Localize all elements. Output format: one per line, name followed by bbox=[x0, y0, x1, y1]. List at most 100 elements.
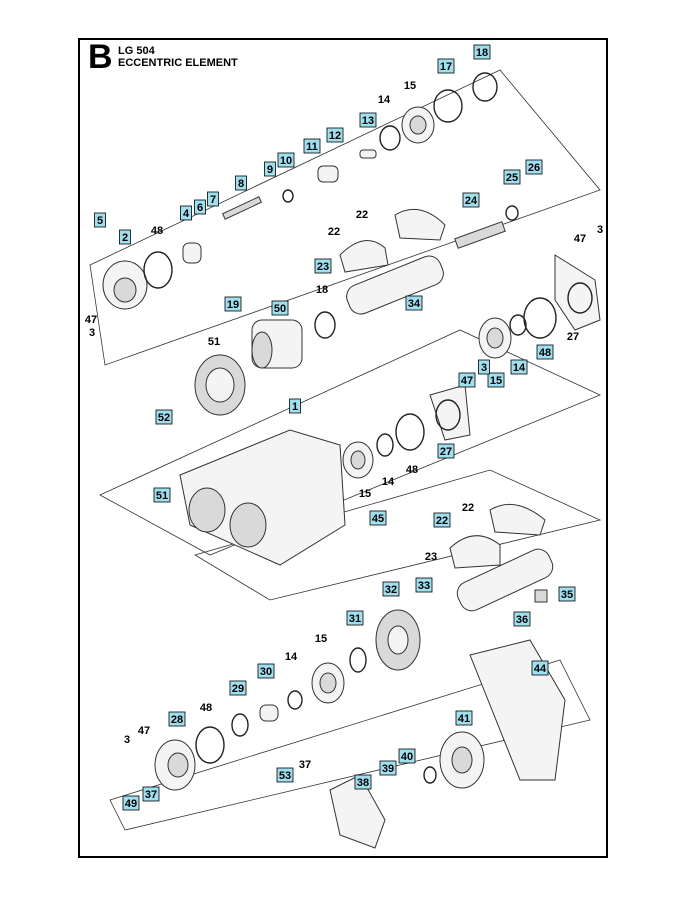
assembly-title: ECCENTRIC ELEMENT bbox=[118, 57, 238, 69]
flange-cover-part-2 bbox=[102, 260, 148, 310]
weight-part-23-top bbox=[339, 240, 389, 273]
washer-part-40 bbox=[423, 766, 437, 784]
bearing-part-15-mid bbox=[342, 441, 374, 479]
callout-box-c13 bbox=[359, 112, 377, 128]
callout-label-c13: 13 bbox=[362, 115, 374, 127]
key-part-35 bbox=[534, 589, 548, 603]
callout-label-c3d: 3 bbox=[124, 734, 130, 746]
callout-box-c35 bbox=[558, 586, 576, 602]
callout-label-c47d: 47 bbox=[138, 725, 150, 737]
weight-part-22-low bbox=[489, 503, 546, 536]
callout-label-c38: 38 bbox=[357, 777, 369, 789]
callout-label-c11: 11 bbox=[306, 141, 318, 153]
callout-box-c33 bbox=[415, 577, 433, 593]
callout-label-c35: 35 bbox=[561, 589, 573, 601]
callout-box-c1 bbox=[289, 398, 301, 414]
callout-label-c51b: 51 bbox=[156, 490, 168, 502]
callout-label-c3a: 3 bbox=[89, 327, 95, 339]
callout-box-c5 bbox=[94, 212, 106, 228]
housing-part-27-mid bbox=[429, 384, 471, 441]
callout-label-c3b: 3 bbox=[597, 224, 603, 236]
pulley-part-41 bbox=[439, 731, 485, 789]
callout-label-c14a: 14 bbox=[378, 94, 391, 106]
callout-box-c51b bbox=[153, 487, 171, 503]
sleeve-part-4 bbox=[182, 242, 202, 264]
callout-label-c17: 17 bbox=[440, 61, 452, 73]
callout-label-c10: 10 bbox=[280, 155, 292, 167]
callout-label-c15a: 15 bbox=[404, 80, 416, 92]
callout-box-c14b bbox=[510, 359, 528, 375]
bushing-part-30 bbox=[259, 704, 279, 722]
bearing-part-15-right bbox=[478, 317, 512, 359]
callout-label-c37a: 37 bbox=[299, 759, 311, 771]
callout-label-c29: 29 bbox=[232, 683, 244, 695]
callout-label-c53: 53 bbox=[279, 770, 291, 782]
callout-box-c48b bbox=[536, 344, 554, 360]
callout-box-c52 bbox=[155, 409, 173, 425]
callout-label-c15b: 15 bbox=[490, 375, 502, 387]
bearing-part-15-low bbox=[311, 662, 345, 704]
lower-assembly-plane bbox=[194, 469, 602, 601]
o-ring-48-right bbox=[523, 297, 557, 339]
callout-box-c45 bbox=[369, 510, 387, 526]
callout-label-c8: 8 bbox=[238, 178, 244, 190]
callout-label-c37b: 37 bbox=[145, 789, 157, 801]
callout-label-c45: 45 bbox=[372, 513, 384, 525]
callout-label-c40: 40 bbox=[401, 751, 413, 763]
callout-box-c19 bbox=[224, 296, 242, 312]
model-title: LG 504 bbox=[118, 45, 155, 57]
callout-label-c33: 33 bbox=[418, 580, 430, 592]
callout-label-c15d: 15 bbox=[315, 633, 327, 645]
callout-label-c26: 26 bbox=[528, 162, 540, 174]
callout-label-c7: 7 bbox=[210, 194, 216, 206]
callout-label-c23a: 23 bbox=[317, 261, 329, 273]
callout-label-c25: 25 bbox=[506, 172, 518, 184]
callout-label-c18a: 18 bbox=[476, 47, 488, 59]
callout-box-c7 bbox=[207, 191, 219, 207]
callout-box-c15b bbox=[487, 372, 505, 388]
callout-box-c47c bbox=[458, 372, 476, 388]
callout-label-c1: 1 bbox=[292, 401, 298, 413]
flange-cover-part-28 bbox=[154, 739, 196, 791]
callout-label-c9: 9 bbox=[267, 164, 273, 176]
callout-box-c27b bbox=[437, 443, 455, 459]
callout-label-c6: 6 bbox=[197, 202, 203, 214]
callout-box-c17 bbox=[437, 58, 455, 74]
callout-box-c4 bbox=[180, 205, 192, 221]
callout-box-c6 bbox=[194, 199, 206, 215]
callout-label-c30: 30 bbox=[260, 666, 272, 678]
pin-part-13 bbox=[359, 149, 377, 159]
callout-box-c34 bbox=[405, 295, 423, 311]
callout-box-c24 bbox=[462, 192, 480, 208]
callout-label-c48a: 48 bbox=[151, 225, 163, 237]
callout-box-c49 bbox=[122, 795, 140, 811]
weight-part-23-low bbox=[449, 535, 501, 569]
callout-label-c51a: 51 bbox=[208, 336, 220, 348]
callout-label-c36: 36 bbox=[516, 614, 528, 626]
callout-box-c8 bbox=[235, 175, 247, 191]
callout-box-c23a bbox=[314, 258, 332, 274]
bushing-part-11 bbox=[317, 165, 339, 183]
o-ring-48-mid bbox=[395, 413, 425, 451]
mid-assembly-plane bbox=[99, 329, 601, 556]
callout-box-c22d bbox=[433, 512, 451, 528]
shaft-part-8 bbox=[221, 196, 263, 220]
bushing-part-25 bbox=[505, 205, 519, 221]
callout-label-c41: 41 bbox=[458, 713, 470, 725]
callout-box-c12 bbox=[326, 127, 344, 143]
callout-box-c10 bbox=[277, 152, 295, 168]
callout-label-c48d: 48 bbox=[200, 702, 212, 714]
callout-label-c34: 34 bbox=[408, 298, 421, 310]
spring-part-24 bbox=[454, 221, 506, 249]
callout-label-c22a: 22 bbox=[356, 209, 368, 221]
callout-label-c44: 44 bbox=[534, 663, 547, 675]
callout-box-c9 bbox=[264, 161, 276, 177]
seal-part-18-top bbox=[472, 72, 498, 102]
callout-label-c22d: 22 bbox=[436, 515, 448, 527]
eccentric-shaft-part-36 bbox=[456, 548, 554, 612]
ring-part-14-right bbox=[509, 314, 527, 336]
callout-label-c32: 32 bbox=[385, 584, 397, 596]
o-ring-48-low bbox=[195, 726, 225, 764]
callout-box-c31 bbox=[346, 610, 364, 626]
